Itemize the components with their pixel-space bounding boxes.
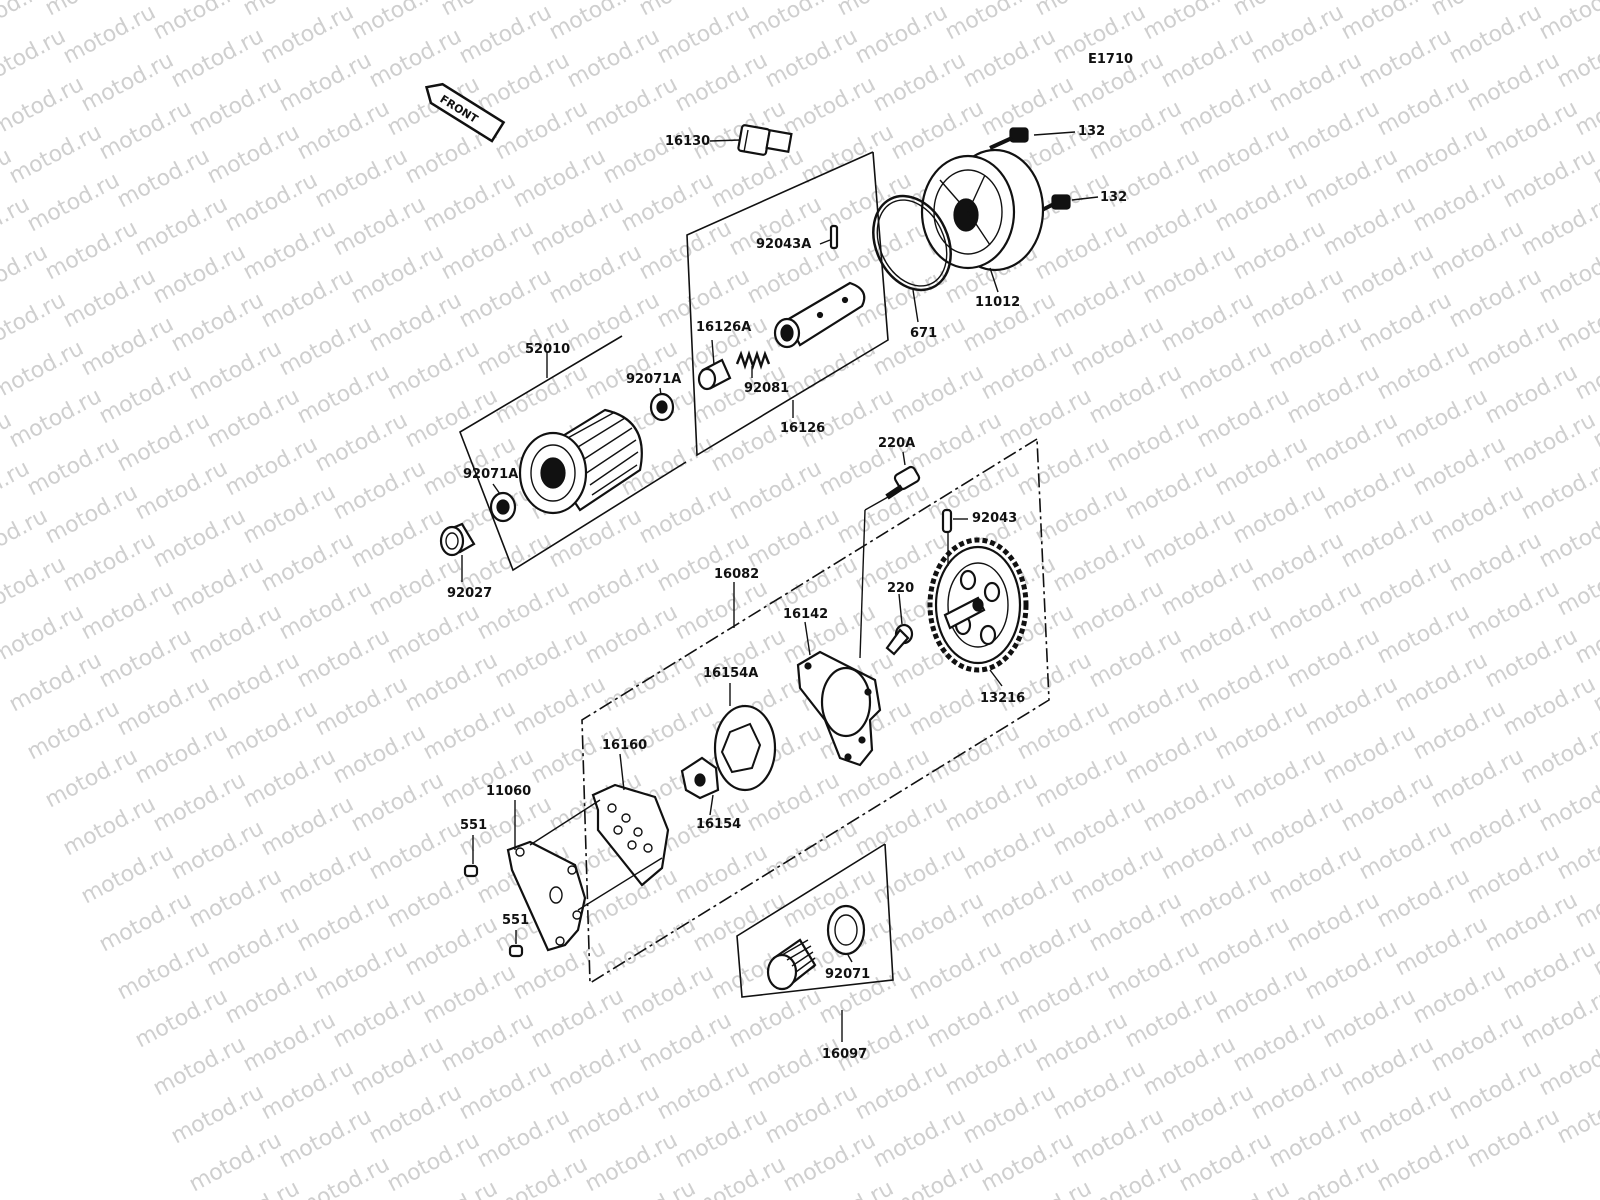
watermark-text: motod.ru xyxy=(1373,1128,1474,1197)
label-16130: 16130 xyxy=(665,134,710,149)
label-13216: 13216 xyxy=(980,691,1025,706)
group-outline-16097 xyxy=(736,843,894,998)
label-16126A: 16126A xyxy=(696,320,751,335)
label-16126: 16126 xyxy=(780,421,825,436)
part-11060-pump-cover xyxy=(506,840,587,952)
part-92071-grommet xyxy=(826,904,866,956)
label-551-upper: 551 xyxy=(460,818,487,833)
label-92027: 92027 xyxy=(447,586,492,601)
part-16160-gasket xyxy=(591,783,670,887)
part-16126-relief-valve xyxy=(773,281,866,349)
part-16130-pressure-switch xyxy=(737,124,793,156)
label-16160: 16160 xyxy=(602,738,647,753)
label-132-lower: 132 xyxy=(1100,190,1127,205)
label-220: 220 xyxy=(887,581,914,596)
part-16154A-outer-rotor xyxy=(713,704,777,792)
label-11060: 11060 xyxy=(486,784,531,799)
label-92081: 92081 xyxy=(744,381,789,396)
part-16097-oil-screen xyxy=(766,938,817,991)
label-92043A: 92043A xyxy=(756,237,811,252)
part-16126A-plunger xyxy=(697,358,732,391)
label-16154: 16154 xyxy=(696,817,741,832)
diagram-code: E1710 xyxy=(1088,52,1133,67)
part-11012-filter-cover xyxy=(920,148,1045,272)
label-551-lower: 551 xyxy=(502,913,529,928)
part-551-dowel-lower xyxy=(508,944,524,958)
label-671: 671 xyxy=(910,326,937,341)
group-outline-16126 xyxy=(686,151,889,457)
label-16082: 16082 xyxy=(714,567,759,582)
label-16142: 16142 xyxy=(783,607,828,622)
part-92027-collar xyxy=(439,522,476,557)
group-outline-52010 xyxy=(459,335,687,572)
label-11012: 11012 xyxy=(975,295,1020,310)
part-132-bolt-upper xyxy=(989,127,1029,150)
label-92071: 92071 xyxy=(825,967,870,982)
label-52010: 52010 xyxy=(525,342,570,357)
label-132-upper: 132 xyxy=(1078,124,1105,139)
part-551-dowel-upper xyxy=(463,864,479,878)
part-92071A-grommet-top xyxy=(649,392,675,422)
label-92071A-top: 92071A xyxy=(626,372,681,387)
watermark-text: motod.ru xyxy=(1463,1104,1564,1173)
part-92071A-grommet-left xyxy=(489,491,517,523)
label-92043: 92043 xyxy=(972,511,1017,526)
label-16154A: 16154A xyxy=(703,666,758,681)
label-92071A-left: 92071A xyxy=(463,467,518,482)
part-220A-screw xyxy=(885,465,921,500)
front-arrow: FRONT xyxy=(424,82,506,143)
part-52010-oil-filter xyxy=(518,408,643,515)
leader-lines xyxy=(461,131,1099,1042)
part-labels: 16130 132 132 92043A 11012 671 16126A 92… xyxy=(447,124,1127,1062)
part-13216-pump-gear xyxy=(927,537,1029,673)
label-16097: 16097 xyxy=(822,1047,867,1062)
part-16142-pump-body xyxy=(796,650,882,767)
watermark-text: motod.ru xyxy=(1535,0,1600,45)
part-92043A-pin xyxy=(829,224,839,250)
part-92081-spring xyxy=(735,350,771,370)
part-220-screw xyxy=(885,623,914,656)
part-671-o-ring xyxy=(872,194,952,292)
label-220A: 220A xyxy=(878,436,915,451)
part-92043-pin xyxy=(941,508,953,534)
part-16154-inner-rotor xyxy=(680,756,720,800)
